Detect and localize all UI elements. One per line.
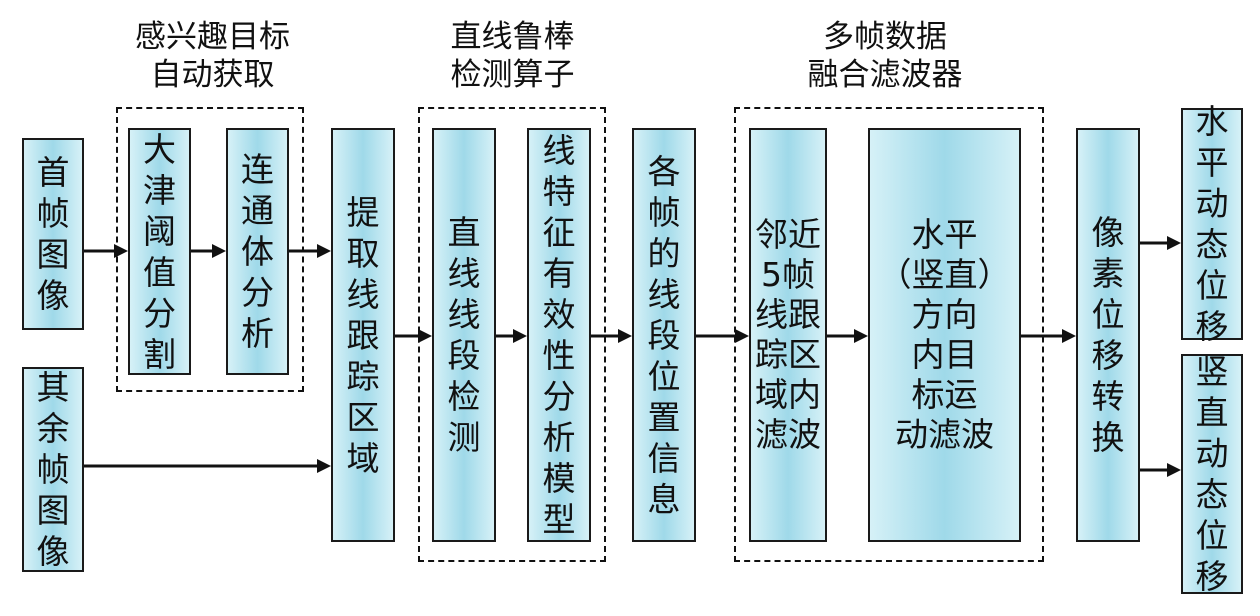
node-neighbor-frames-filter: 邻近 5帧 线跟 踪区 域内 滤波 xyxy=(749,128,827,542)
node-label: 水平 （竖直） 方向 内目 标运 动滤波 xyxy=(878,215,1011,454)
node-label: 邻近 5帧 线跟 踪区 域内 滤波 xyxy=(755,215,821,454)
node-label: 竖直动态位移 xyxy=(1195,352,1229,596)
node-connected-component-analysis: 连通体分析 xyxy=(226,128,289,375)
node-horizontal-dynamic-displacement: 水平动态位移 xyxy=(1181,102,1243,346)
node-label: 连通体分析 xyxy=(240,150,274,353)
node-label: 水平动态位移 xyxy=(1195,102,1229,346)
node-label: 大津阈值分割 xyxy=(142,129,176,374)
node-label: 像素位移转换 xyxy=(1091,213,1125,457)
node-vertical-dynamic-displacement: 竖直动态位移 xyxy=(1181,352,1243,596)
node-line-segment-detection: 直线线段检测 xyxy=(432,128,496,542)
node-motion-direction-filter: 水平 （竖直） 方向 内目 标运 动滤波 xyxy=(868,128,1021,542)
node-label: 提取线跟踪区域 xyxy=(346,192,380,478)
node-segment-position-info: 各帧的线段位置信息 xyxy=(632,128,696,542)
node-other-frames-image: 其余帧图像 xyxy=(22,367,84,572)
group-title-fusion-filter: 多帧数据 融合滤波器 xyxy=(807,19,963,93)
node-otsu-threshold-segmentation: 大津阈值分割 xyxy=(128,128,191,375)
node-label: 线特征有效性分析模型 xyxy=(542,131,576,539)
node-label: 首帧图像 xyxy=(36,153,70,315)
node-label: 其余帧图像 xyxy=(36,368,70,571)
node-label: 各帧的线段位置信息 xyxy=(647,151,681,519)
node-line-feature-validity-model: 线特征有效性分析模型 xyxy=(527,128,591,542)
node-first-frame-image: 首帧图像 xyxy=(22,138,84,330)
group-title-line-detector: 直线鲁棒 检测算子 xyxy=(450,19,575,93)
group-title-target-acquisition: 感兴趣目标 自动获取 xyxy=(135,19,290,93)
node-label: 直线线段检测 xyxy=(447,213,481,457)
node-extract-tracking-region: 提取线跟踪区域 xyxy=(331,128,395,542)
node-pixel-displacement-conversion: 像素位移转换 xyxy=(1076,128,1140,542)
